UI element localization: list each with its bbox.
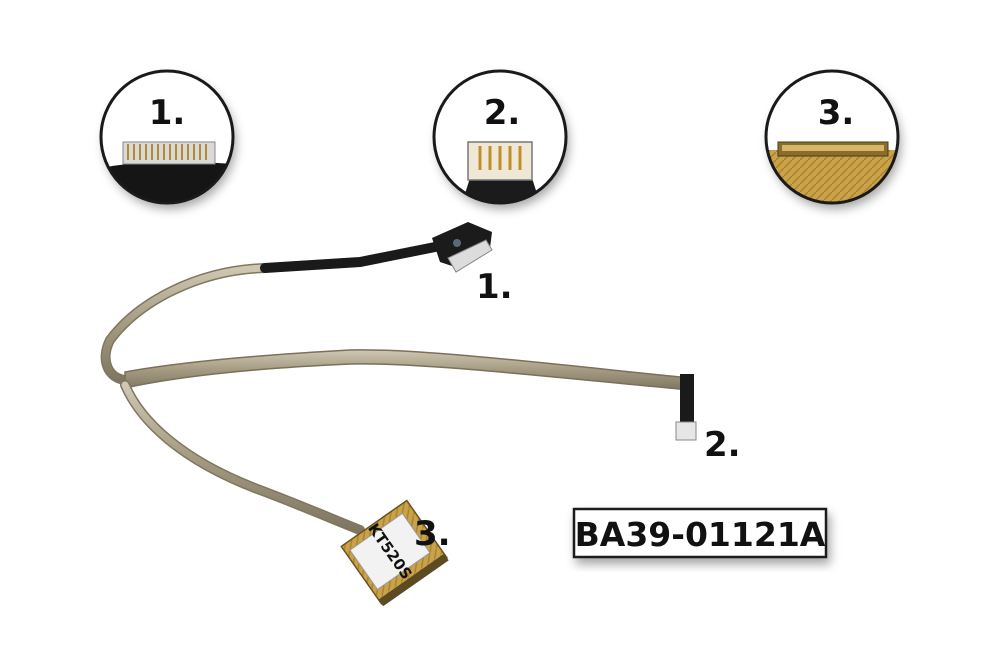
inset-3-label: 3. xyxy=(818,93,855,133)
part-number-box: BA39-01121A xyxy=(572,507,828,559)
callout-1-label: 1. xyxy=(476,267,513,307)
inset-3: 3. xyxy=(764,69,900,205)
connector-3: KT520S xyxy=(340,499,449,607)
inset-1-label: 1. xyxy=(149,93,186,133)
connector-2 xyxy=(675,421,697,441)
serial-sticker xyxy=(349,512,431,591)
black-sleeve xyxy=(260,241,445,273)
part-number-text: BA39-01121A xyxy=(575,515,826,554)
black-tab xyxy=(680,374,694,434)
gold-film-icon xyxy=(766,150,898,203)
black-tape-icon xyxy=(462,174,540,203)
inset-2: 2. xyxy=(432,69,568,205)
lvds-cable: KT520S xyxy=(100,222,697,607)
connector-1 xyxy=(432,222,493,273)
inset-1: 1. xyxy=(99,69,235,205)
inset-2-label: 2. xyxy=(484,93,521,133)
callout-2-label: 2. xyxy=(704,425,741,465)
callout-3-label: 3. xyxy=(414,514,451,554)
flat-ribbon xyxy=(124,349,691,391)
